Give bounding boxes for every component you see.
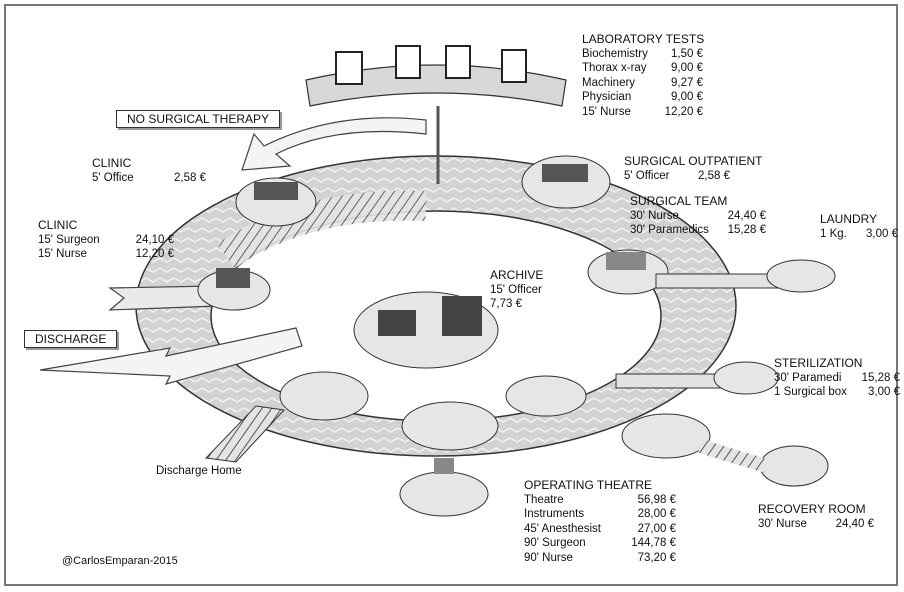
sterilization-title: STERILIZATION bbox=[774, 356, 900, 371]
lab-item-cost: 9,00 € bbox=[658, 90, 703, 105]
recovery-room-item-label: 30' Nurse bbox=[758, 517, 826, 532]
operating-theatre-item-cost: 28,00 € bbox=[622, 507, 676, 522]
surgical-outpatient-item-cost: 2,58 € bbox=[690, 169, 730, 184]
surgical-team-item-cost: 15,28 € bbox=[718, 223, 766, 238]
platform-ward bbox=[280, 372, 368, 420]
lab-item-label: Thorax x-ray bbox=[582, 61, 658, 76]
operating-theatre-item-label: 90' Nurse bbox=[524, 551, 622, 566]
lab-item-label: Machinery bbox=[582, 76, 658, 91]
credit-text: @CarlosEmparan-2015 bbox=[62, 554, 178, 569]
lab-item-cost: 9,27 € bbox=[658, 76, 703, 91]
operating-theatre-item-label: 45' Anesthesist bbox=[524, 522, 622, 537]
clinic-office-item-cost: 2,58 € bbox=[166, 171, 206, 186]
surgical-team-title: SURGICAL TEAM bbox=[630, 194, 766, 209]
surgical-team-item-label: 30' Nurse bbox=[630, 209, 718, 224]
node-laundry: LAUNDRY 1 Kg.3,00 € bbox=[820, 212, 898, 241]
laundry-item-label: 1 Kg. bbox=[820, 227, 854, 242]
lab-item-cost: 12,20 € bbox=[658, 105, 703, 120]
lab-item-label: 15' Nurse bbox=[582, 105, 658, 120]
lab-item-label: Physician bbox=[582, 90, 658, 105]
laundry-item-cost: 3,00 € bbox=[854, 227, 898, 242]
archive-line: 7,73 € bbox=[490, 297, 543, 312]
operating-theatre-item-label: Theatre bbox=[524, 493, 622, 508]
operating-theatre-item-label: 90' Surgeon bbox=[524, 536, 622, 551]
sterilization-item-label: 30' Paramedi bbox=[774, 371, 854, 386]
discharge-home-label: Discharge Home bbox=[156, 464, 242, 479]
clinic-surgeon-item-cost: 24,10 € bbox=[126, 233, 174, 248]
clinic-office-title: CLINIC bbox=[92, 156, 206, 171]
platform-surgical-outpatient bbox=[522, 156, 610, 208]
operating-theatre-item-cost: 56,98 € bbox=[622, 493, 676, 508]
no-surgical-therapy-box: NO SURGICAL THERAPY bbox=[116, 110, 280, 128]
node-archive: ARCHIVE 15' Officer 7,73 € bbox=[490, 268, 543, 312]
hospital-circuit-illustration bbox=[6, 6, 896, 584]
operating-theatre-item-label: Instruments bbox=[524, 507, 622, 522]
clinic-surgeon-item-label: 15' Surgeon bbox=[38, 233, 126, 248]
operating-theatre-title: OPERATING THEATRE bbox=[524, 478, 676, 493]
platform-clinic-office bbox=[236, 178, 316, 226]
lab-item-cost: 1,50 € bbox=[658, 47, 703, 62]
clinic-surgeon-title: CLINIC bbox=[38, 218, 174, 233]
surgical-outpatient-item-label: 5' Officer bbox=[624, 169, 690, 184]
recovery-room-title: RECOVERY ROOM bbox=[758, 502, 874, 517]
discharge-box: DISCHARGE bbox=[24, 330, 117, 348]
sterilization-item-cost: 15,28 € bbox=[854, 371, 900, 386]
operating-theatre-item-cost: 73,20 € bbox=[622, 551, 676, 566]
operating-theatre-item-cost: 144,78 € bbox=[622, 536, 676, 551]
clinic-office-item-label: 5' Office bbox=[92, 171, 166, 186]
platform-recovery bbox=[622, 414, 828, 486]
surgical-team-item-cost: 24,40 € bbox=[718, 209, 766, 224]
archive-line: 15' Officer bbox=[490, 283, 543, 298]
surgical-outpatient-title: SURGICAL OUTPATIENT bbox=[624, 154, 762, 169]
sterilization-item-cost: 3,00 € bbox=[854, 385, 900, 400]
operating-theatre-item-cost: 27,00 € bbox=[622, 522, 676, 537]
laundry-title: LAUNDRY bbox=[820, 212, 898, 227]
lab-item-label: Biochemistry bbox=[582, 47, 658, 62]
lab-title: LABORATORY TESTS bbox=[582, 32, 704, 47]
lab-item-cost: 9,00 € bbox=[658, 61, 703, 76]
sterilization-item-label: 1 Surgical box bbox=[774, 385, 854, 400]
recovery-room-item-cost: 24,40 € bbox=[826, 517, 874, 532]
clinic-surgeon-item-cost: 12,20 € bbox=[126, 247, 174, 262]
platform-archive bbox=[354, 292, 498, 368]
surgical-team-item-label: 30' Paramedics bbox=[630, 223, 718, 238]
clinic-surgeon-item-label: 15' Nurse bbox=[38, 247, 126, 262]
archive-title: ARCHIVE bbox=[490, 268, 543, 283]
